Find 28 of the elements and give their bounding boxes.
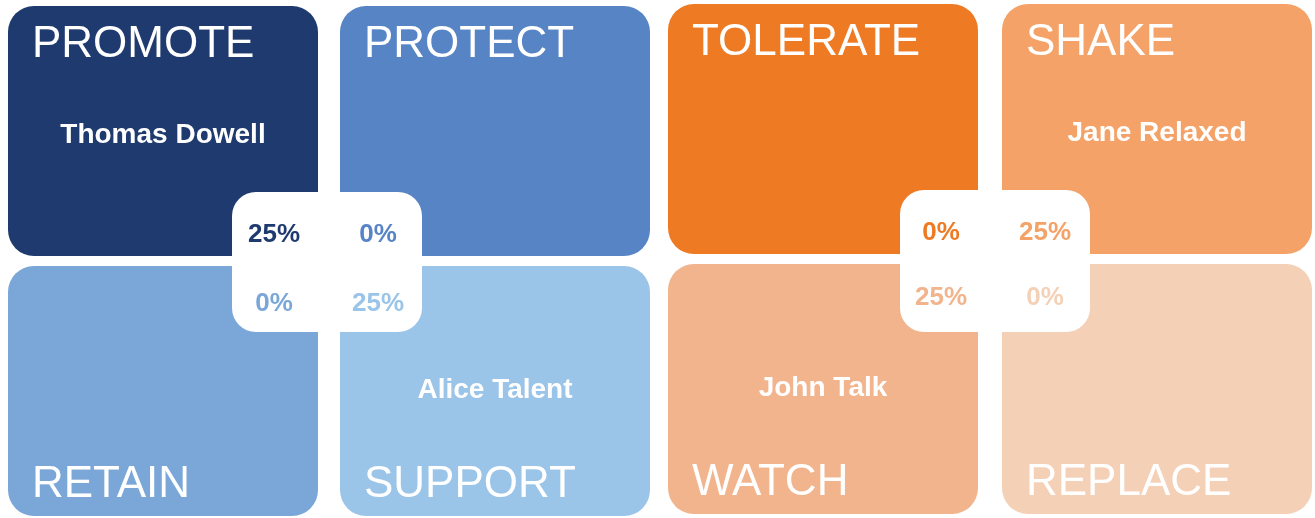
percentage-value: 25% xyxy=(352,289,404,315)
quadrant-card xyxy=(340,266,650,516)
quadrant-title: SUPPORT xyxy=(364,460,576,504)
percentage-value: 0% xyxy=(1026,283,1064,309)
quadrant-card xyxy=(340,6,650,256)
quadrant-title: REPLACE xyxy=(1026,458,1232,502)
quadrant-title: SHAKE xyxy=(1026,18,1176,62)
quadrant-card xyxy=(668,264,978,514)
quadrant-title: RETAIN xyxy=(32,460,191,504)
quadrant-card xyxy=(1002,264,1312,514)
quadrant-title: PROTECT xyxy=(364,20,575,64)
person-name: John Talk xyxy=(758,373,888,401)
quadrant-title: TOLERATE xyxy=(692,18,921,62)
percentage-value: 0% xyxy=(359,220,397,246)
quadrant-card xyxy=(668,4,978,254)
quadrant-card xyxy=(8,6,318,256)
person-name: Jane Relaxed xyxy=(1067,118,1247,146)
quadrant-title: WATCH xyxy=(692,458,849,502)
percentage-value: 0% xyxy=(922,218,960,244)
percentage-value: 25% xyxy=(248,220,300,246)
percentage-value: 25% xyxy=(1019,218,1071,244)
quadrant-card xyxy=(8,266,318,516)
percentage-value: 25% xyxy=(915,283,967,309)
person-name: Thomas Dowell xyxy=(60,120,266,148)
quadrant-title: PROMOTE xyxy=(32,20,255,64)
quadrant-card xyxy=(1002,4,1312,254)
percentage-value: 0% xyxy=(255,289,293,315)
person-name: Alice Talent xyxy=(417,375,573,403)
